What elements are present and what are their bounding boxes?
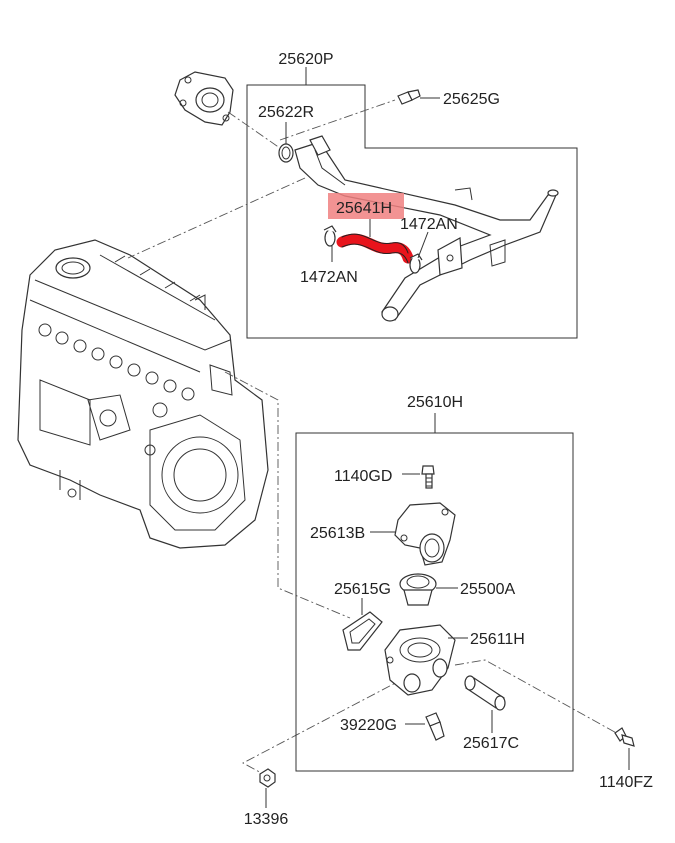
thermostat-housing-drawing <box>394 502 456 566</box>
bolt-drawing <box>421 465 435 489</box>
sensor-drawing <box>425 712 445 741</box>
bolt-drawing <box>614 727 635 747</box>
upper-assembly-frame <box>246 84 578 339</box>
clamp-drawing <box>323 225 337 247</box>
label-1472AN-left[interactable]: 1472AN <box>300 269 358 286</box>
alignment-line <box>279 99 396 141</box>
label-25615G[interactable]: 25615G <box>334 581 391 598</box>
outlet-fitting-drawing <box>174 71 234 126</box>
label-1140GD[interactable]: 1140GD <box>334 468 392 485</box>
engine-block-drawing <box>17 239 269 549</box>
label-25620P[interactable]: 25620P <box>278 51 333 68</box>
label-25613B[interactable]: 25613B <box>310 525 365 542</box>
label-25641H[interactable]: 25641H <box>336 200 392 217</box>
alignment-line <box>242 677 406 776</box>
thermostat-drawing <box>399 573 437 606</box>
hose-25641H-drawing <box>336 233 414 264</box>
bolt-drawing <box>397 89 421 105</box>
clamp-drawing <box>409 253 423 274</box>
label-25611H[interactable]: 25611H <box>470 631 525 648</box>
label-25622R[interactable]: 25622R <box>258 104 314 121</box>
label-25617C[interactable]: 25617C <box>463 735 519 752</box>
label-25500A[interactable]: 25500A <box>460 581 515 598</box>
label-13396[interactable]: 13396 <box>244 811 289 828</box>
hose-25617C-drawing <box>464 675 506 711</box>
alignment-line <box>454 659 621 736</box>
label-25625G[interactable]: 25625G <box>443 91 500 108</box>
label-25610H[interactable]: 25610H <box>407 394 463 411</box>
alignment-line <box>224 371 351 619</box>
alignment-line <box>227 111 291 156</box>
label-1472AN-right[interactable]: 1472AN <box>400 216 458 233</box>
thermostat-case-drawing <box>384 624 456 696</box>
nut-drawing <box>259 768 276 788</box>
label-1140FZ[interactable]: 1140FZ <box>599 774 653 791</box>
gasket-drawing <box>342 611 383 651</box>
label-39220G[interactable]: 39220G <box>340 717 397 734</box>
highlight-box <box>328 193 404 219</box>
alignment-line <box>127 177 306 259</box>
